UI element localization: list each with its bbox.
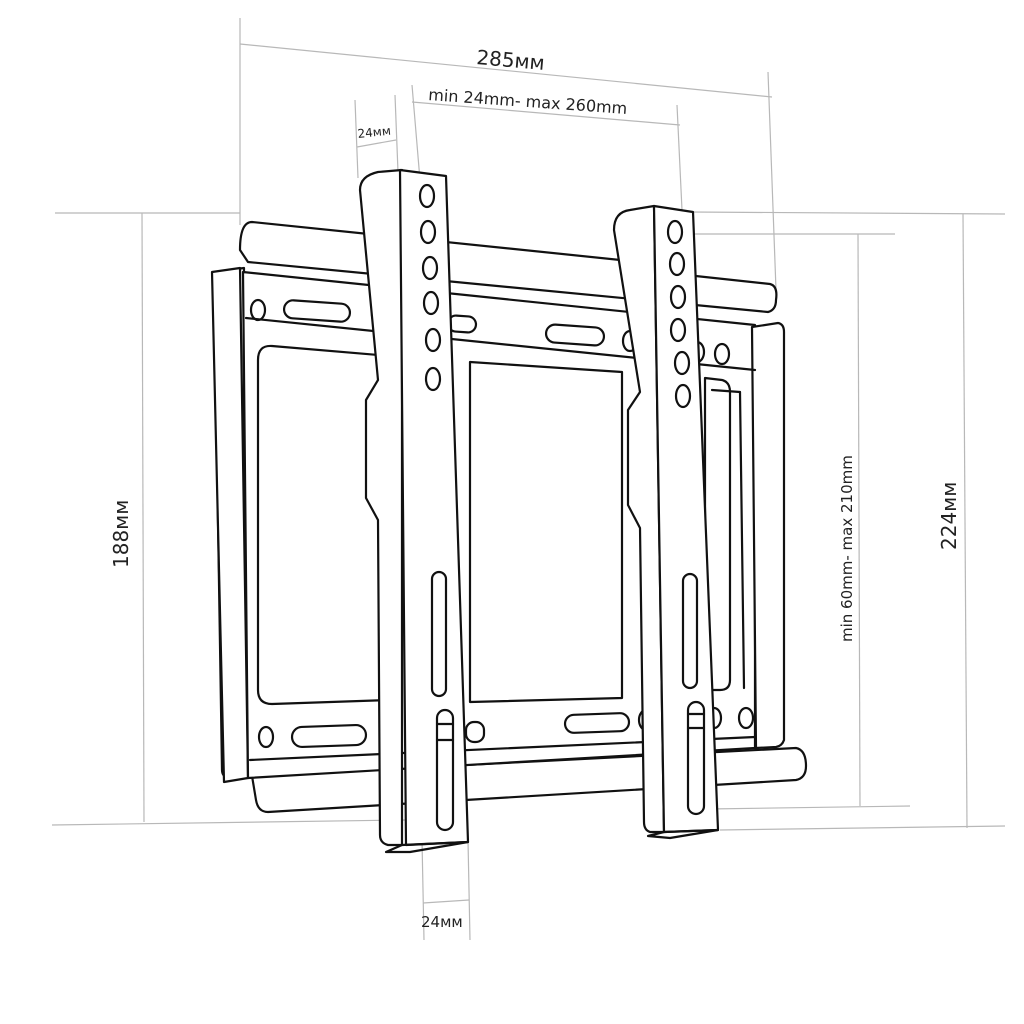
left-arm xyxy=(358,168,470,854)
vertical-spacing-label: min 60mm- max 210mm xyxy=(838,455,856,642)
bottom-arm-width-label: 24мм xyxy=(421,913,463,931)
dimension-lines xyxy=(51,18,1006,941)
overall-width-label: 285мм xyxy=(476,45,546,75)
right-arm xyxy=(612,204,720,840)
plate-height-label: 188мм xyxy=(109,500,133,568)
top-arm-width-label: 24мм xyxy=(357,124,392,141)
horizontal-spacing-label: min 24mm- max 260mm xyxy=(428,85,628,118)
wall-plate xyxy=(210,220,808,814)
arm-height-label: 224мм xyxy=(937,482,961,550)
